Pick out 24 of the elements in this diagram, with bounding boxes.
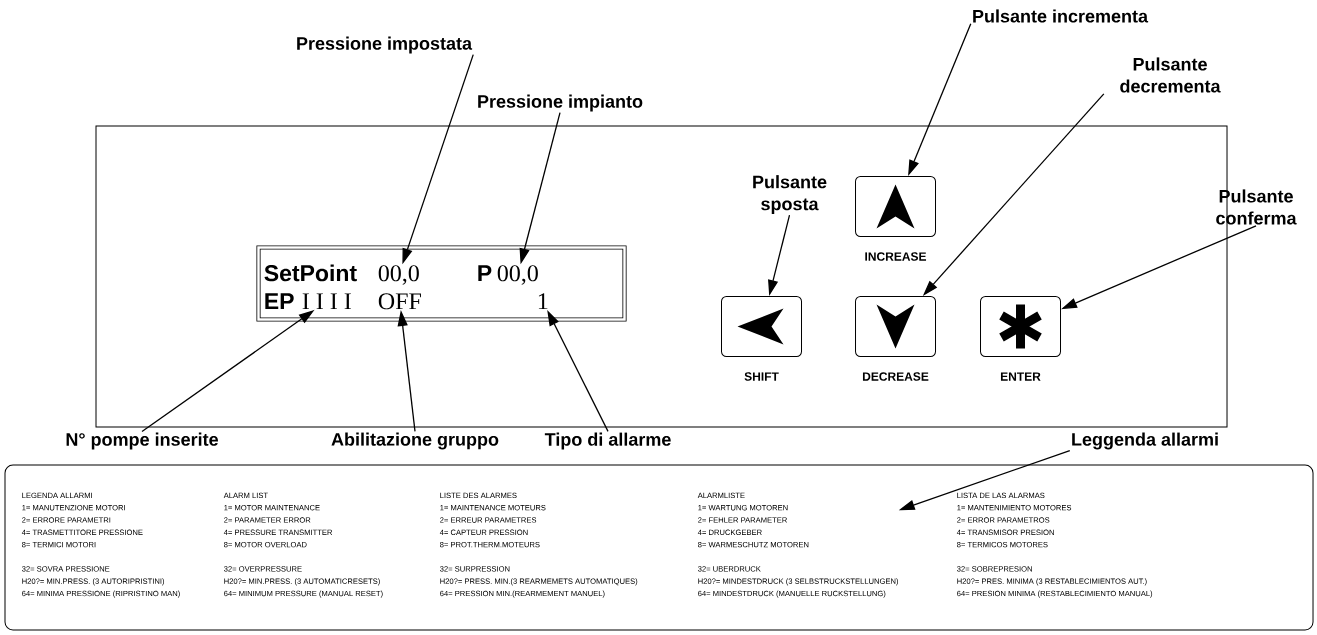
display-text: EP — [265, 293, 294, 310]
callout-label: Pulsante sposta — [753, 175, 827, 214]
display-text: I I I I — [302, 293, 351, 310]
display-text: P — [478, 265, 492, 282]
callout-label: Pulsante decrementa — [1120, 57, 1221, 93]
display-text: 00,0 — [497, 265, 538, 285]
button-label: DECREASE — [862, 372, 929, 381]
button-label: SHIFT — [744, 372, 779, 381]
display-text: 1 — [538, 293, 548, 310]
alarm-legend-box — [4, 464, 1314, 631]
display-text: SetPoint — [264, 264, 357, 282]
button-label: INCREASE — [865, 252, 927, 261]
callout-label: Abilitazione gruppo — [331, 432, 499, 450]
callout-label: Leggenda allarmi — [1072, 432, 1218, 450]
callout-label: N° pompe inserite — [66, 432, 218, 450]
callout-label: Pressione impostata — [297, 36, 473, 54]
callout-label: Pulsante incrementa — [973, 9, 1149, 23]
display-text: OFF — [378, 293, 421, 310]
callout-label: Tipo di allarme — [544, 432, 671, 450]
button-label: ENTER — [1001, 372, 1041, 381]
display-text: 00,0 — [378, 265, 419, 285]
callout-label: Pulsante conferma — [1216, 189, 1297, 225]
callout-label: Pressione impianto — [478, 94, 643, 112]
lcd-display — [256, 245, 627, 322]
